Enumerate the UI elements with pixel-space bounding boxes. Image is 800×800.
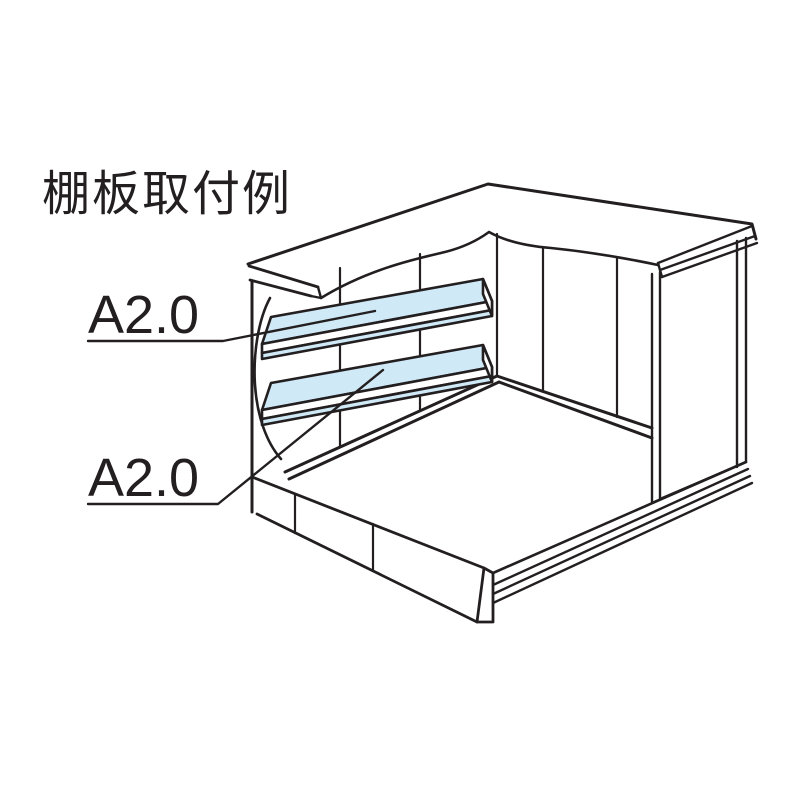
door-right-edge [735,236,748,469]
door-track-1 [491,467,750,587]
leader-line-top [86,309,377,343]
door-track-3 [491,481,754,605]
shelf-label-bottom: A2.0 [88,448,200,508]
roof-left-strip-top [247,264,320,289]
roof-fascia-upper [656,224,754,265]
door-left-edge [650,270,662,505]
shed-outline-group [86,182,759,624]
roof-cut-line [319,230,660,300]
leader-line-bottom [86,368,385,506]
sill-end-cap [475,566,495,624]
roof-outline [246,182,758,266]
shelf-label-top: A2.0 [88,285,200,345]
door-top-edge [660,241,759,279]
shelf-bottom [260,343,494,427]
door-track-2 [491,474,752,596]
figure-title: 棚板取付例 [42,166,293,222]
shelf-top-end-face [481,277,494,318]
shelf-top [260,277,494,361]
roof-fascia-lower [658,234,757,272]
door-bottom-edge [650,460,748,505]
right-wall-base-trim [495,374,654,440]
shelf-bottom-end-face [481,343,494,384]
left-wall-base-trim [283,374,501,481]
roof-left-strip-end [309,285,323,300]
sill-panel-divisions [293,492,375,573]
sill-top-edge [250,475,486,570]
sill-bottom-edge [255,512,479,624]
wall-cut-curve [253,296,283,461]
roof-left-strip-bottom [248,278,313,298]
